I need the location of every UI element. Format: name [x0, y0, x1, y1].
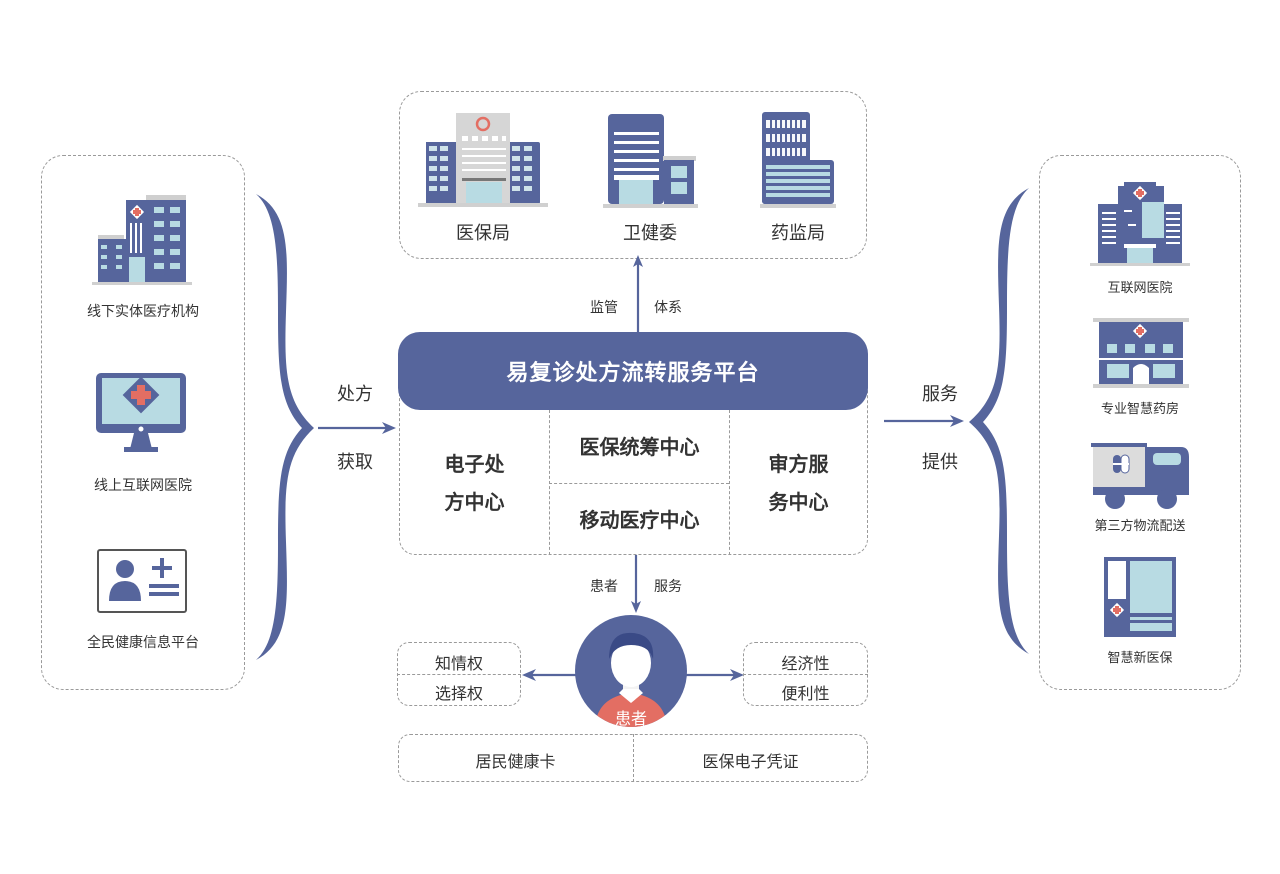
service-label-top: 服务: [922, 384, 958, 405]
center-prescription-review-line1: 审方服: [768, 451, 829, 476]
patient-service-label-left: 患者: [590, 579, 618, 595]
left-sources-panel: [41, 155, 245, 690]
right-label-internet-hospital: 互联网医院: [1107, 281, 1173, 296]
center-prescription-review[interactable]: 审方服 务中心: [730, 410, 867, 555]
left-brace: [256, 194, 314, 660]
right-patient-arrow: [686, 669, 744, 681]
prescription-label-bottom: 获取: [337, 452, 373, 473]
divider: [549, 410, 550, 555]
smart-kiosk-icon: [1104, 557, 1176, 637]
delivery-truck-icon: [1091, 443, 1189, 509]
center-prescription-review-line2: 务中心: [768, 489, 829, 514]
left-label-offline-institutions: 线下实体医疗机构: [87, 304, 199, 320]
divider: [743, 674, 868, 675]
regulator-label-drug-admin: 药监局: [771, 223, 825, 244]
credential-insurance-e-voucher[interactable]: 医保电子凭证: [702, 752, 799, 771]
center-e-prescription-line2: 方中心: [444, 489, 505, 514]
divider: [633, 734, 634, 782]
patient-label: 患者: [614, 709, 647, 728]
right-brace: [969, 188, 1029, 654]
supervision-label-right: 体系: [654, 300, 682, 316]
service-label-bottom: 提供: [922, 452, 958, 473]
supervision-arrow: [633, 255, 643, 332]
right-label-smart-pharmacy: 专业智慧药房: [1100, 402, 1179, 417]
service-arrow: [884, 415, 964, 427]
left-label-health-info-platform: 全民健康信息平台: [87, 635, 199, 651]
health-id-card-icon: [97, 549, 187, 613]
center-e-prescription[interactable]: 电子处 方中心: [400, 410, 549, 555]
benefit-economy: 经济性: [781, 654, 830, 673]
right-to-know: 知情权: [434, 654, 483, 673]
prescription-arrow: [318, 422, 396, 434]
platform-title: 易复诊处方流转服务平台: [398, 332, 868, 410]
patient-avatar: [575, 615, 687, 727]
left-label-online-hospital: 线上互联网医院: [94, 478, 192, 494]
right-label-third-party-logistics: 第三方物流配送: [1094, 519, 1186, 534]
regulators-panel: [399, 91, 867, 259]
hospital-building-icon: [92, 195, 192, 285]
prescription-label-top: 处方: [337, 384, 373, 405]
regulator-label-medical-insurance: 医保局: [456, 223, 510, 244]
center-insurance-pooling[interactable]: 医保统筹中心: [579, 434, 700, 459]
supervision-label-left: 监管: [590, 300, 618, 316]
right-services-panel: [1039, 155, 1241, 690]
patient-service-arrow: [631, 555, 641, 613]
center-mobile-medical[interactable]: 移动医疗中心: [579, 507, 700, 532]
regulator-label-health-commission: 卫健委: [623, 223, 677, 244]
building-health-commission-icon: [603, 114, 698, 208]
credential-resident-health-card[interactable]: 居民健康卡: [475, 752, 556, 771]
monitor-medical-icon: [96, 373, 186, 452]
patient-service-label-right: 服务: [654, 579, 682, 595]
internet-hospital-icon: [1090, 182, 1190, 266]
divider: [397, 674, 521, 675]
building-drug-admin-icon: [760, 112, 836, 208]
right-to-choose: 选择权: [434, 684, 483, 703]
right-label-smart-insurance: 智慧新医保: [1107, 651, 1173, 666]
left-patient-arrow: [522, 669, 580, 681]
benefit-convenience: 便利性: [781, 684, 830, 703]
center-e-prescription-line1: 电子处: [444, 451, 505, 476]
divider: [729, 410, 730, 555]
divider: [549, 483, 729, 484]
pharmacy-icon: [1093, 318, 1189, 388]
building-social-insurance-icon: [418, 113, 548, 207]
